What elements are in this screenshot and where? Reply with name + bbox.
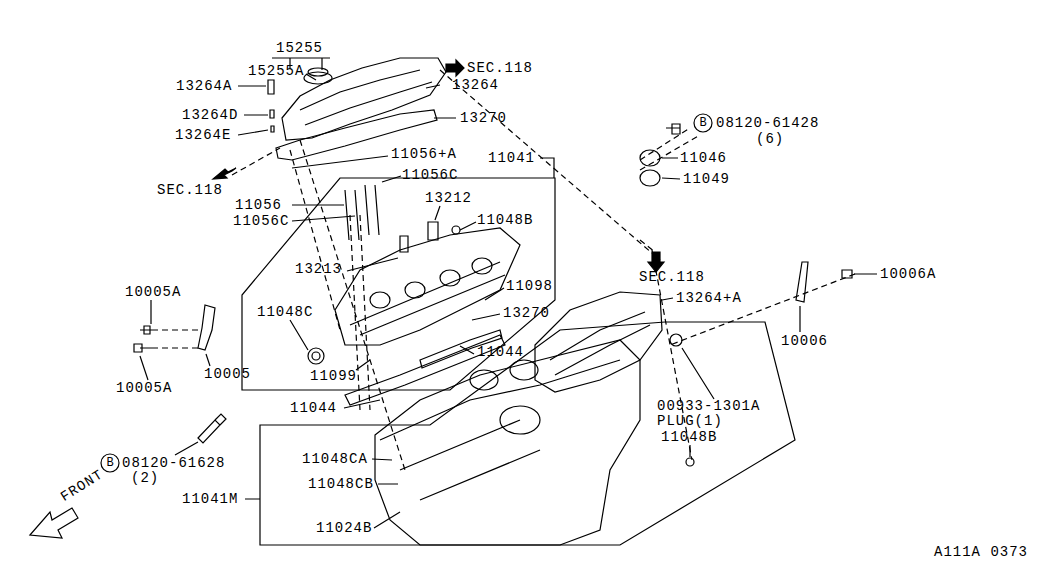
callout-number: 13213: [295, 261, 342, 277]
callout-number: 11056+A: [391, 146, 457, 162]
callout-number: 11099: [310, 368, 357, 384]
callout-number: 10006: [781, 333, 828, 349]
callout-number: 11044: [477, 344, 524, 360]
direction-label: FRONT: [58, 466, 106, 504]
callout-number: 11098: [506, 278, 553, 294]
callout-number: 10006A: [880, 266, 936, 282]
callout-number: 13212: [425, 190, 472, 206]
part-label: SEC.118: [157, 182, 223, 198]
callout-number: 15255: [276, 40, 323, 56]
callout-number: 11056C: [402, 167, 458, 183]
part-label: PLUG(1): [657, 413, 723, 429]
part-label: B: [699, 115, 706, 131]
callout-number: 10005A: [125, 284, 181, 300]
callout-number: 13264E: [175, 127, 231, 143]
callout-number: 11046: [680, 150, 727, 166]
callout-number: 11044: [290, 400, 337, 416]
callout-number: 11041M: [182, 491, 238, 507]
part-label: SEC.118: [467, 60, 533, 76]
callout-number: 13270: [460, 110, 507, 126]
callout-number: 11048CB: [308, 476, 374, 492]
callout-number: 00933-1301A: [657, 398, 760, 414]
callout-number: 08120-61428: [716, 115, 819, 131]
callout-number: 11048B: [477, 212, 533, 228]
callout-number: 11048C: [257, 304, 313, 320]
callout-number: 11056C: [233, 213, 289, 229]
callout-number: 11056: [235, 197, 282, 213]
callout-number: 11024B: [316, 520, 372, 536]
callout-number: 10005: [204, 366, 251, 382]
callout-number: 15255A: [248, 63, 304, 79]
callout-number: 13264+A: [676, 290, 742, 306]
callout-number: 13264: [452, 77, 499, 93]
callout-number: 13270: [503, 305, 550, 321]
part-label: SEC.118: [639, 269, 705, 285]
callout-number: 11041: [488, 150, 535, 166]
callout-number: 11049: [683, 171, 730, 187]
callout-number: 08120-61628: [122, 455, 225, 471]
callout-number: 10005A: [116, 380, 172, 396]
callout-number: 11048CA: [302, 451, 368, 467]
callout-number: (6): [756, 131, 784, 147]
part-label: A111A 0373: [934, 544, 1028, 560]
callout-number: (2): [131, 470, 159, 486]
part-label: B: [106, 455, 113, 471]
callout-number: 13264D: [182, 107, 238, 123]
callout-number: 13264A: [176, 78, 232, 94]
callout-number: 11048B: [661, 429, 717, 445]
